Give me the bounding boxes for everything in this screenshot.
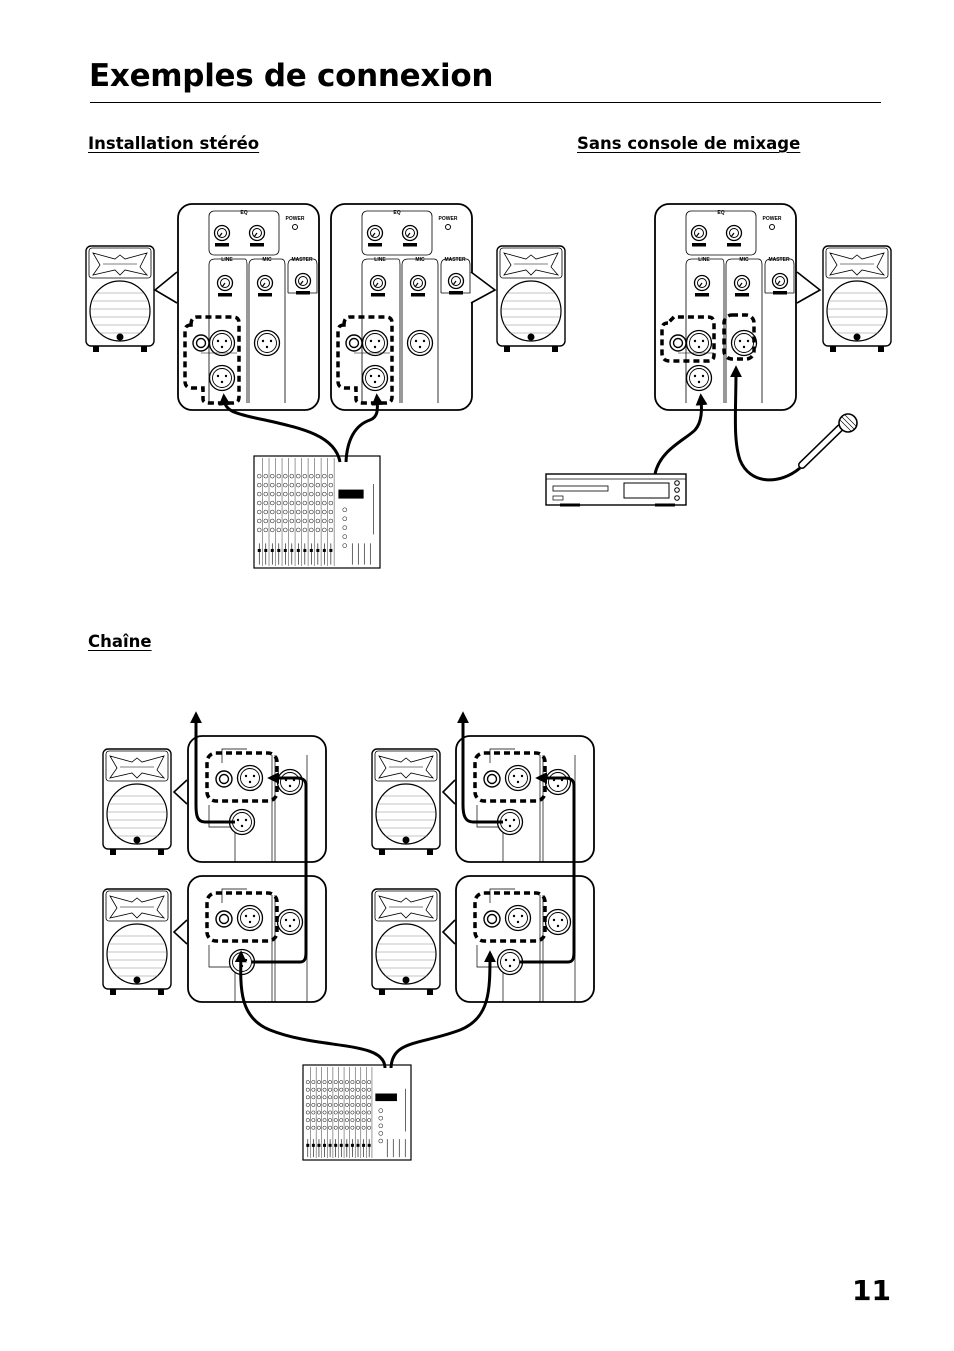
rear-panel-icon: EQ POWER LINE MIC MASTER bbox=[177, 203, 320, 411]
panel-label-power: POWER bbox=[439, 216, 458, 222]
panel-label-eq: EQ bbox=[393, 210, 400, 216]
heading-chain: Chaîne bbox=[88, 632, 152, 651]
mixer-icon bbox=[253, 455, 381, 569]
cable-arrow-icon bbox=[729, 365, 801, 482]
panel-label-line: LINE bbox=[698, 257, 710, 263]
panel-label-mic: MIC bbox=[262, 257, 272, 263]
panel-label-line: LINE bbox=[221, 257, 233, 263]
cable-arrow-icon bbox=[457, 711, 503, 824]
panel-label-master: MASTER bbox=[768, 257, 790, 263]
microphone-icon bbox=[798, 413, 858, 469]
speaker-icon bbox=[371, 888, 441, 996]
panel-label-master: MASTER bbox=[444, 257, 466, 263]
rear-panel-icon: EQ POWER LINE MIC MASTER bbox=[330, 203, 473, 411]
page-number: 11 bbox=[852, 1274, 891, 1307]
mixer-icon bbox=[302, 1064, 412, 1161]
speaker-icon bbox=[496, 245, 566, 353]
panel-label-power: POWER bbox=[763, 216, 782, 222]
cable-arrow-icon bbox=[653, 393, 708, 475]
panel-label-eq: EQ bbox=[717, 210, 724, 216]
cable-arrow-icon bbox=[234, 950, 387, 1069]
speaker-icon bbox=[822, 245, 892, 353]
rear-panel-icon: EQ POWER LINE MIC MASTER bbox=[654, 203, 797, 411]
panel-label-power: POWER bbox=[286, 216, 305, 222]
cable-arrow-icon bbox=[389, 950, 496, 1069]
panel-label-master: MASTER bbox=[291, 257, 313, 263]
speaker-icon bbox=[102, 888, 172, 996]
cable-arrow-icon bbox=[252, 772, 308, 964]
speaker-icon bbox=[371, 748, 441, 856]
cable-arrow-icon bbox=[344, 393, 384, 463]
heading-no-mixer: Sans console de mixage bbox=[577, 134, 801, 153]
cd-player-icon bbox=[545, 473, 687, 507]
cable-arrow-icon bbox=[190, 711, 235, 824]
panel-label-line: LINE bbox=[374, 257, 386, 263]
title-rule bbox=[90, 102, 881, 103]
speaker-icon bbox=[102, 748, 172, 856]
cable-arrow-icon bbox=[218, 393, 342, 463]
panel-label-mic: MIC bbox=[739, 257, 749, 263]
page-title: Exemples de connexion bbox=[89, 58, 494, 94]
speaker-icon bbox=[85, 245, 155, 353]
heading-stereo: Installation stéréo bbox=[88, 134, 260, 153]
panel-label-eq: EQ bbox=[240, 210, 247, 216]
panel-label-mic: MIC bbox=[415, 257, 425, 263]
cable-arrow-icon bbox=[520, 772, 576, 964]
